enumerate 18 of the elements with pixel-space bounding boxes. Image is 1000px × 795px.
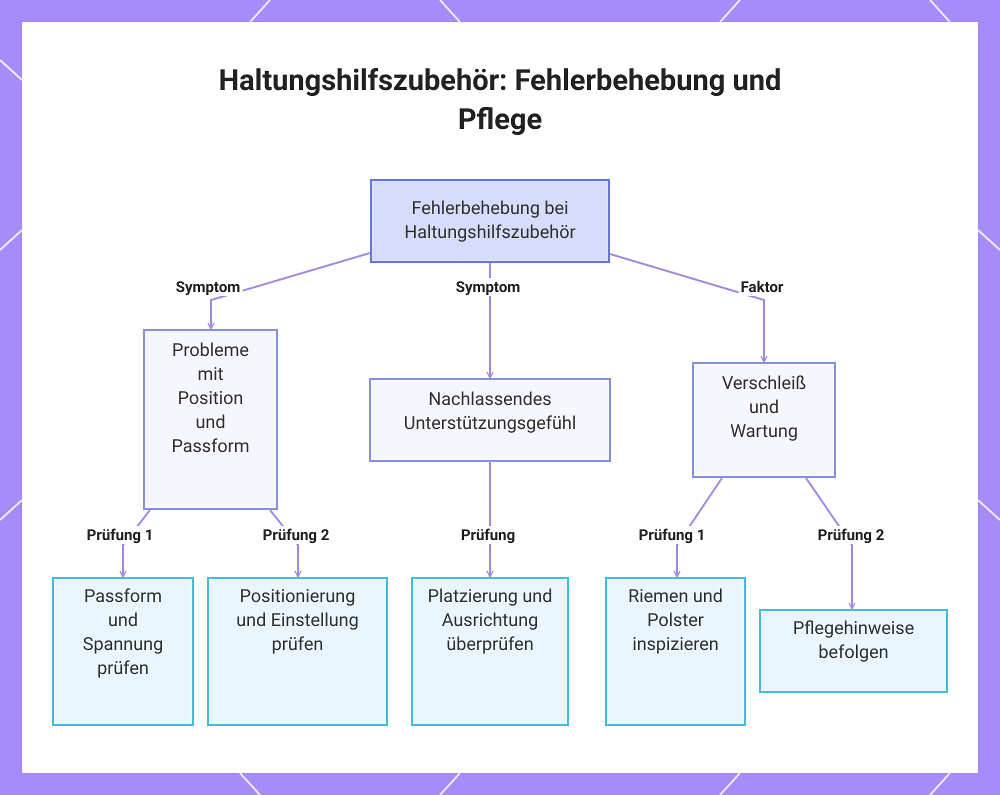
edge-label: Prüfung 2 — [260, 526, 332, 544]
edge-label: Prüfung 2 — [816, 526, 886, 544]
action-box: Riemen und Polster inspizieren — [605, 577, 746, 726]
connector-arrow — [610, 253, 768, 363]
edge-label: Symptom — [454, 278, 522, 296]
action-box: Pflegehinweise befolgen — [759, 609, 948, 693]
category-box: Nachlassendes Unterstützungsgefühl — [369, 378, 611, 462]
action-box: Positionierung und Einstellung prüfen — [207, 577, 388, 726]
title: Haltungshilfszubehör: Fehlerbehebung und Pflege — [218, 63, 782, 139]
edge-label: Faktor — [738, 278, 786, 296]
connector-arrow — [207, 252, 370, 330]
category-box: Verschleiß und Wartung — [692, 362, 836, 478]
category-box: Probleme mit Position und Passform — [143, 329, 278, 510]
action-box: Passform und Spannung prüfen — [52, 577, 194, 726]
edge-label: Prüfung — [458, 526, 518, 544]
action-box: Platzierung und Ausrichtung überprüfen — [411, 577, 569, 726]
root-box: Fehlerbehebung bei Haltungshilfszubehör — [370, 179, 610, 263]
edge-label: Symptom — [174, 278, 242, 296]
